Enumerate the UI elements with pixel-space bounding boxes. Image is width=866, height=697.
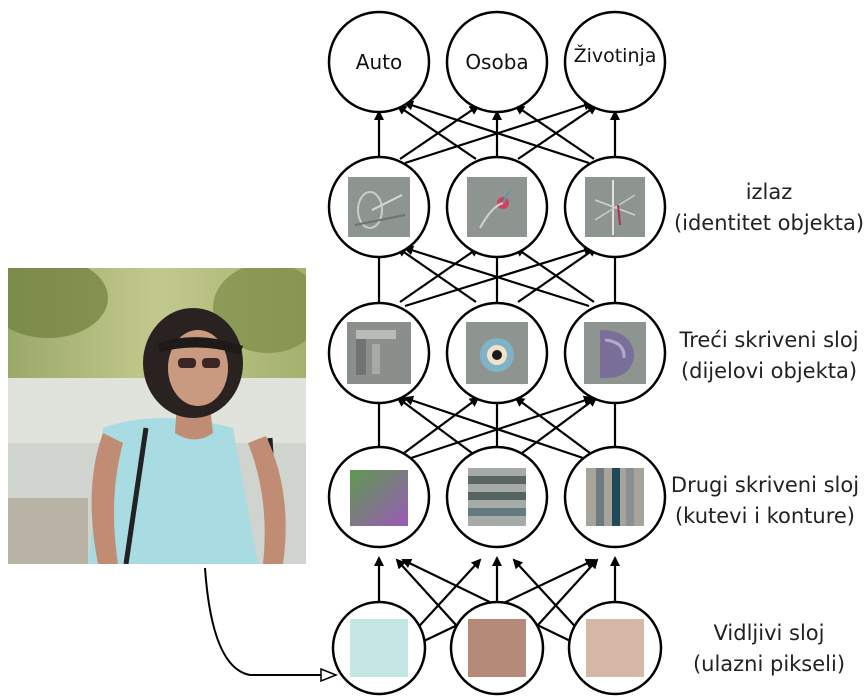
input-photo xyxy=(8,268,306,564)
label-izlaz-line1: izlaz xyxy=(745,180,793,204)
edge-feature-image-2 xyxy=(468,468,526,526)
label-treci-line2: (dijelovi objekta) xyxy=(680,359,858,383)
person-feature-image xyxy=(467,177,527,237)
input-pixel-1 xyxy=(350,619,408,677)
car-feature-image xyxy=(348,177,410,237)
part-feature-image-2 xyxy=(466,322,528,384)
label-izlaz: izlaz (identitet objekta) xyxy=(672,177,866,239)
output-layer: Auto Osoba Životinja xyxy=(327,10,667,114)
label-drugi-sloj: Drugi skriveni sloj (kutevi i konture) xyxy=(664,470,866,532)
label-vidljivi-line1: Vidljivi sloj xyxy=(713,621,825,645)
label-treci-sloj: Treći skriveni sloj (dijelovi objekta) xyxy=(672,325,866,387)
output-label-zivotinja: Životinja xyxy=(574,44,657,67)
input-pixel-3 xyxy=(586,619,644,677)
part-feature-image-1 xyxy=(347,322,411,384)
output-label-auto: Auto xyxy=(356,50,402,74)
output-node-auto xyxy=(327,10,431,114)
label-drugi-line2: (kutevi i konture) xyxy=(674,504,856,528)
animal-feature-image xyxy=(585,177,645,237)
identity-layer xyxy=(327,155,667,259)
output-node-zivotinja xyxy=(563,10,667,114)
edge-feature-image-3 xyxy=(586,468,644,526)
label-drugi-line1: Drugi skriveni sloj xyxy=(670,473,860,497)
label-vidljivi-sloj: Vidljivi sloj (ulazni pikseli) xyxy=(672,618,866,680)
output-label-osoba: Osoba xyxy=(465,50,528,74)
label-izlaz-line2: (identitet objekta) xyxy=(673,211,865,235)
input-pixel-2 xyxy=(468,619,526,677)
second-hidden-layer xyxy=(327,445,667,549)
edge-feature-image-1 xyxy=(350,470,408,526)
part-feature-image-3 xyxy=(584,322,646,384)
visible-layer xyxy=(331,600,663,696)
photo-to-input-arrow xyxy=(204,567,336,675)
label-treci-line1: Treći skriveni sloj xyxy=(679,328,859,352)
output-node-osoba xyxy=(445,10,549,114)
label-vidljivi-line2: (ulazni pikseli) xyxy=(692,652,846,676)
third-hidden-layer xyxy=(327,301,667,405)
connection-arrows xyxy=(374,100,620,651)
